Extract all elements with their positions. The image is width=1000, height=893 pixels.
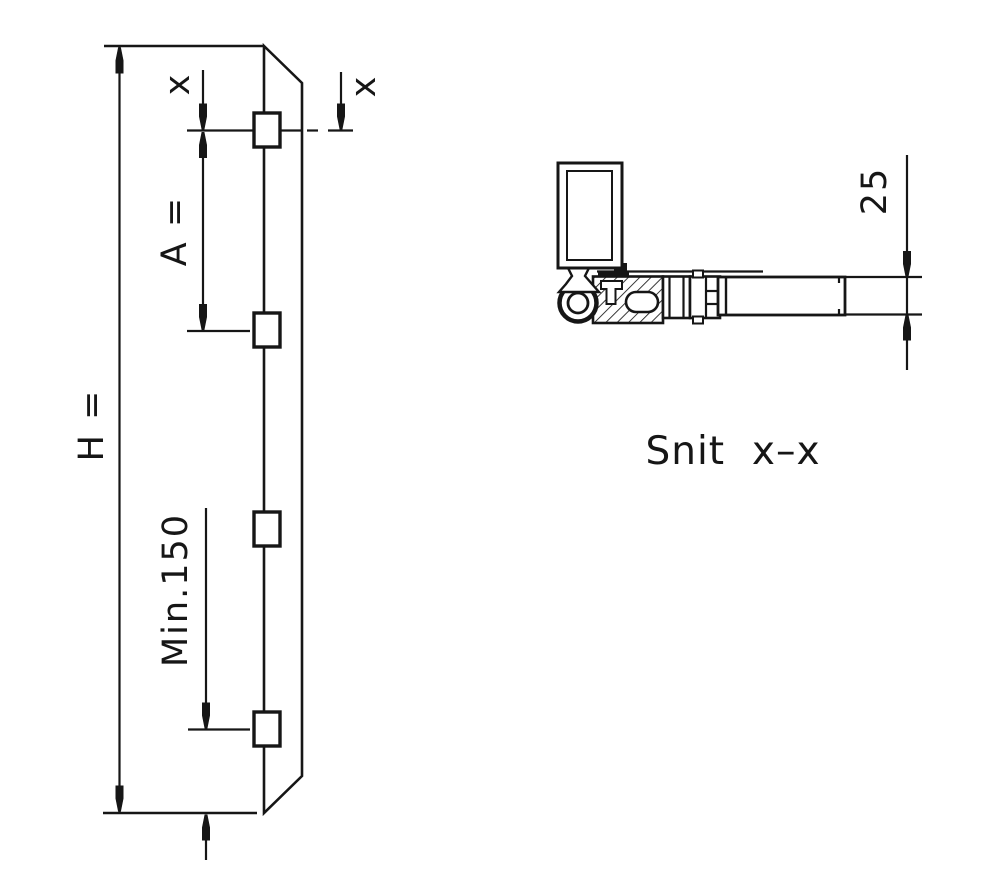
h-dimension-label: H = bbox=[72, 389, 112, 462]
x-dimension-label-right: x bbox=[344, 75, 384, 98]
dimension-h: H = bbox=[72, 47, 124, 812]
section-view: 25 Snit x–x bbox=[556, 155, 922, 474]
glass-clamp-neck bbox=[556, 266, 602, 294]
elevation-view: H = x x A = bbox=[72, 42, 384, 860]
gasket-strip bbox=[598, 271, 629, 277]
a-dimension-label: A = bbox=[155, 196, 195, 266]
section-caption: Snit x–x bbox=[645, 429, 820, 474]
lock-point-3 bbox=[252, 510, 282, 548]
profile-screw-port bbox=[600, 280, 623, 305]
dimension-x-left: x bbox=[158, 70, 253, 132]
lock-point-1 bbox=[252, 111, 282, 149]
glass-pane bbox=[556, 161, 624, 270]
lock-point-2 bbox=[252, 311, 282, 349]
profile-oval-slot bbox=[624, 290, 660, 314]
profile-flat-bar bbox=[716, 275, 847, 317]
lock-point-4 bbox=[252, 710, 282, 748]
dimension-x-right: x bbox=[328, 72, 384, 132]
x-dimension-label-left: x bbox=[158, 73, 198, 96]
dimension-25: 25 bbox=[846, 155, 922, 370]
panel-outline bbox=[262, 42, 304, 817]
min150-dimension-label: Min.150 bbox=[156, 513, 196, 667]
dimension-min150: Min.150 bbox=[156, 508, 250, 860]
dimension-a: A = bbox=[155, 132, 250, 333]
thickness-dimension-label: 25 bbox=[855, 167, 895, 216]
profile-bead-section bbox=[688, 269, 722, 325]
profile-channel-section bbox=[661, 275, 692, 320]
